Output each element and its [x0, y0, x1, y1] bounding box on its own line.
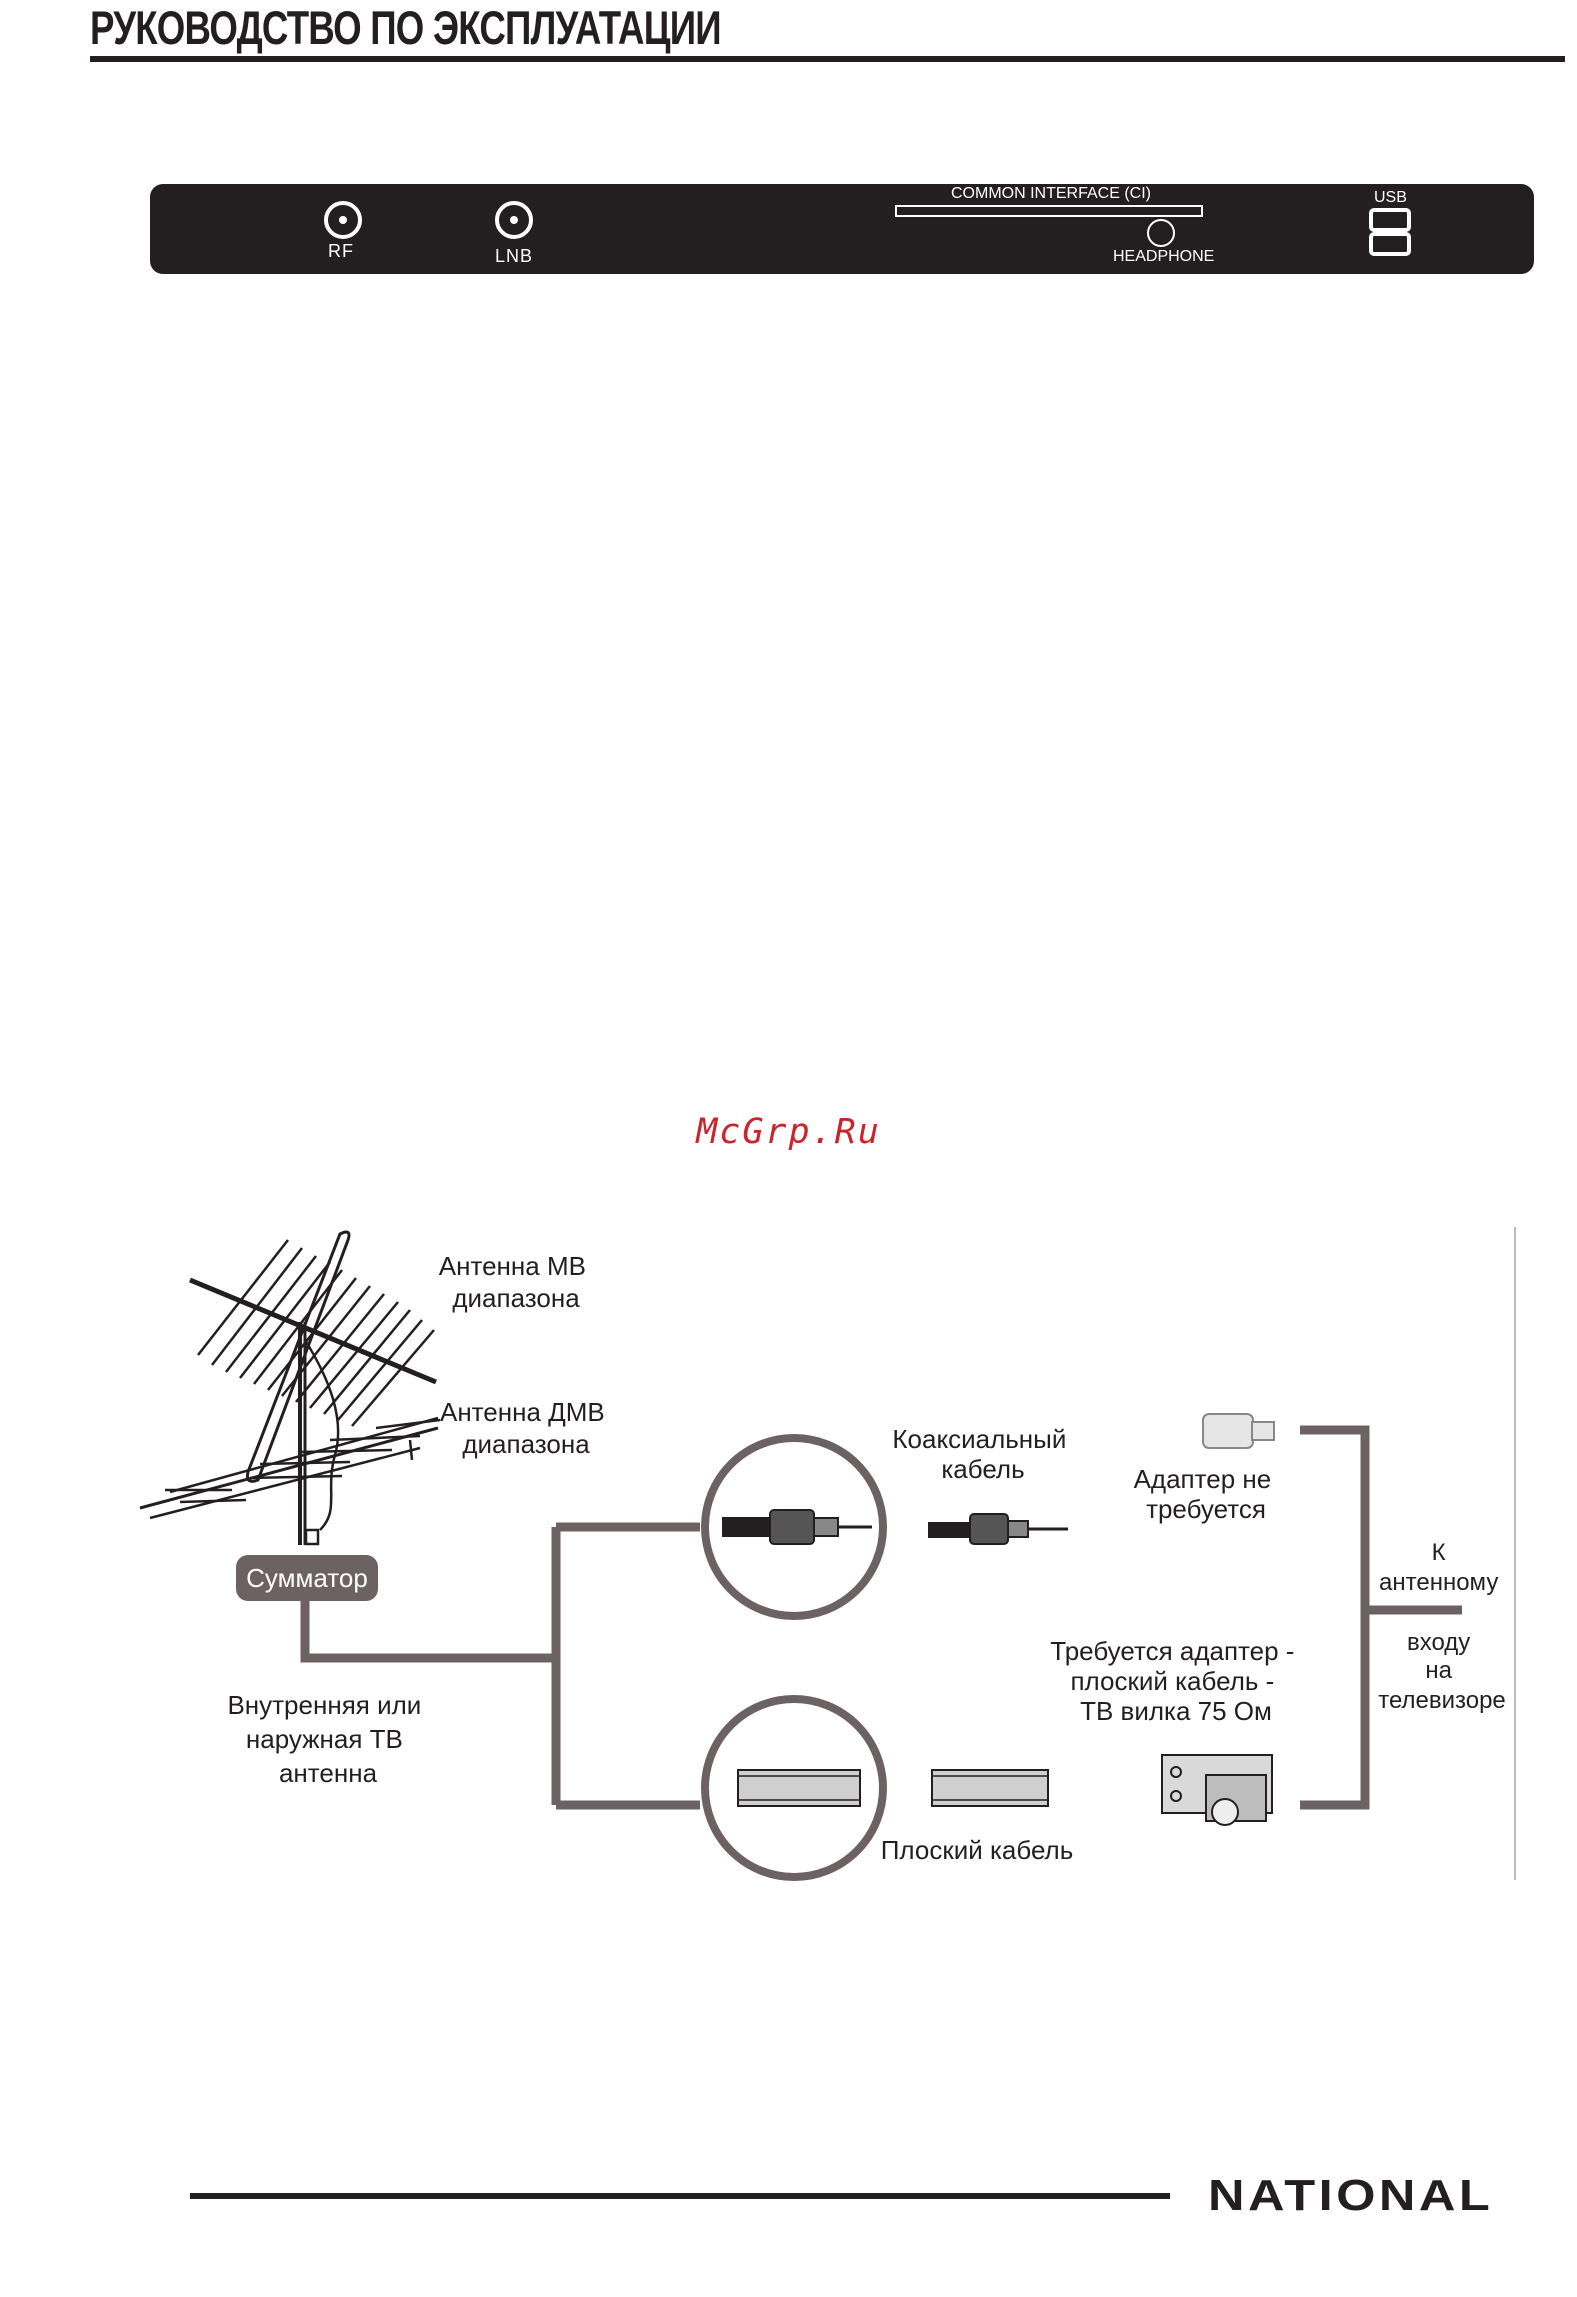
- brand-logo: NATIONAL: [1208, 2171, 1494, 2220]
- usb-port-icon: [1369, 208, 1411, 256]
- vhf-uhf-antenna-icon: [139, 1230, 441, 1546]
- combiner-label: Сумматор: [246, 1563, 368, 1593]
- headphone-label: HEADPHONE: [1113, 248, 1215, 265]
- rf-label: RF: [328, 241, 354, 261]
- connector-panel-graphics: [324, 201, 1411, 256]
- antenna-uhf-label: Антенна ДМВ диапазона: [440, 1397, 612, 1459]
- flat-cable-label: Плоский кабель: [881, 1835, 1074, 1865]
- adapter-required-label: Требуется адаптер - плоский кабель - ТВ …: [1050, 1636, 1301, 1726]
- connector-panel: RF LNB COMMON INTERFACE (CI) HEADPHONE U…: [150, 184, 1534, 274]
- ci-slot-icon: [895, 205, 1203, 217]
- indoor-outdoor-antenna-label: Внутренняя или наружная ТВ антенна: [227, 1690, 428, 1788]
- no-adapter-label: Адаптер не требуется: [1134, 1464, 1279, 1524]
- headphone-jack-icon: [1147, 219, 1175, 247]
- to-tv-antenna-input-label: К антенному входу на телевизоре: [1378, 1539, 1506, 1714]
- ci-label: COMMON INTERFACE (CI): [951, 185, 1151, 202]
- lnb-jack-icon: [495, 201, 533, 239]
- flat-cable-icon: [931, 1769, 1049, 1807]
- footer-rule: [190, 2193, 1170, 2199]
- lnb-label: LNB: [495, 246, 534, 266]
- page-header-title: РУКОВОДСТВО ПО ЭКСПЛУАТАЦИИ: [90, 1, 722, 54]
- combiner-box: [236, 1555, 378, 1601]
- usb-label: USB: [1374, 189, 1407, 206]
- flat-cable-closeup-icon: [701, 1695, 887, 1881]
- coax-cable-icon: [928, 1513, 1068, 1545]
- coax-cable-closeup-icon: [701, 1434, 887, 1620]
- connection-lines: [300, 1425, 1462, 1810]
- coax-cable-label: Коаксиальный кабель: [892, 1424, 1073, 1484]
- watermark-text: McGrp.Ru: [696, 1112, 881, 1152]
- coax-plug-icon: [1202, 1413, 1275, 1449]
- rf-jack-icon: [324, 201, 362, 239]
- header-rule: [90, 56, 1565, 62]
- antenna-vhf-label: Антенна МВ диапазона: [439, 1251, 593, 1313]
- balun-adapter-icon: [1161, 1754, 1273, 1826]
